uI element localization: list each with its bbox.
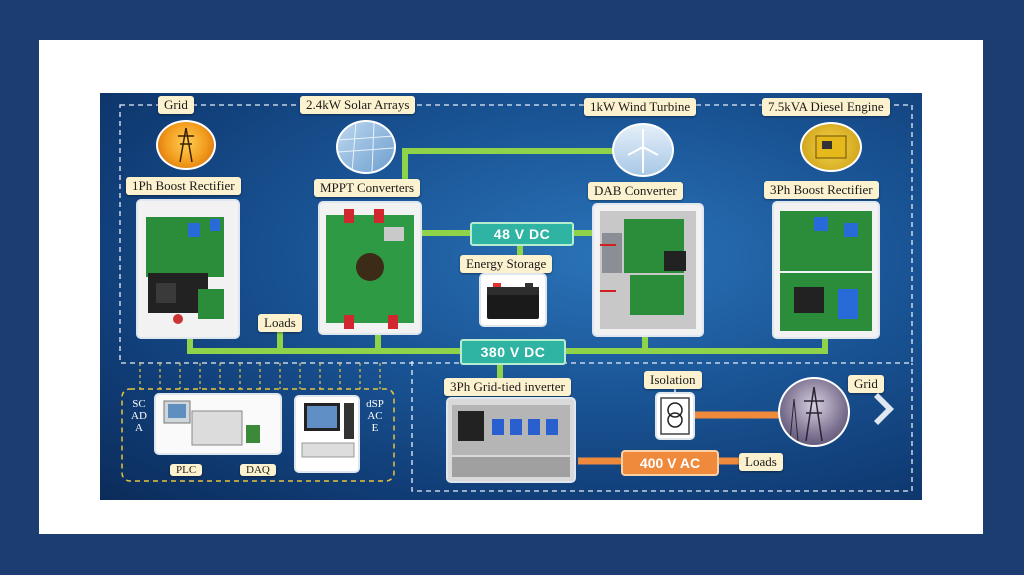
energy-storage-label: Energy Storage xyxy=(460,255,553,273)
circuit-board-icon xyxy=(146,217,224,324)
circuit-board-icon xyxy=(780,211,872,331)
dab-label: DAB Converter xyxy=(588,182,683,200)
daq-label: DAQ xyxy=(240,464,276,476)
diesel-engine-image xyxy=(800,122,862,172)
inverter-photo xyxy=(448,399,574,481)
plc-hardware-icon xyxy=(163,400,260,446)
inverter-label: 3Ph Grid-tied inverter xyxy=(444,378,571,396)
isolation-transformer xyxy=(657,394,693,438)
grid-tower-image xyxy=(156,120,216,170)
dspace-workstation-image xyxy=(296,397,358,471)
mppt-photo xyxy=(320,203,420,333)
solar-array-image xyxy=(336,120,396,174)
solar-label: 2.4kW Solar Arrays xyxy=(300,96,416,114)
transformer-icon xyxy=(660,397,690,435)
power-pylon-icon xyxy=(789,386,824,442)
dab-photo xyxy=(594,205,702,335)
ac-section-boundary xyxy=(411,361,913,492)
boost-1ph-photo xyxy=(138,201,238,337)
wind-turbine-image xyxy=(612,123,674,177)
dc48-bus-label: 48 V DC xyxy=(470,222,574,246)
diesel-label: 7.5kVA Diesel Engine xyxy=(762,98,890,116)
plc-label: PLC xyxy=(170,464,203,476)
dspace-vertical-label: dSPACE xyxy=(366,398,384,434)
scada-vertical-label: SCADA xyxy=(131,398,147,434)
solar-panel-icon xyxy=(338,122,394,172)
grid-top-label: Grid xyxy=(158,96,194,114)
circuit-board-icon xyxy=(326,209,414,329)
inverter-hardware-icon xyxy=(452,405,570,477)
dc-section-boundary xyxy=(119,104,913,364)
computer-icon xyxy=(301,403,355,458)
plc-daq-image xyxy=(156,395,280,453)
isolation-label: Isolation xyxy=(644,371,702,389)
battery-image xyxy=(481,275,545,325)
wind-turbine-icon xyxy=(627,129,659,173)
ac-loads-label: Loads xyxy=(739,453,783,471)
boost-3ph-label: 3Ph Boost Rectifier xyxy=(764,181,879,199)
circuit-board-icon xyxy=(600,211,696,329)
grid-right-label: Grid xyxy=(848,375,884,393)
boost-3ph-photo xyxy=(774,203,878,337)
dc-loads-label: Loads xyxy=(258,314,302,332)
boost-1ph-label: 1Ph Boost Rectifier xyxy=(126,177,241,195)
power-pylon-icon xyxy=(178,127,194,163)
mppt-label: MPPT Converters xyxy=(314,179,421,197)
wind-label: 1kW Wind Turbine xyxy=(584,98,697,116)
grid-substation-image xyxy=(778,377,850,447)
control-links xyxy=(139,363,381,389)
microgrid-diagram: Grid 2.4kW Solar Arrays 1kW Wind Turbine… xyxy=(100,93,922,500)
generator-icon xyxy=(815,135,847,159)
ac400-bus-label: 400 V AC xyxy=(621,450,719,476)
battery-icon xyxy=(487,283,539,319)
control-section-boundary xyxy=(121,388,395,482)
chevron-right-icon xyxy=(874,393,894,425)
dc380-bus-label: 380 V DC xyxy=(460,339,566,365)
